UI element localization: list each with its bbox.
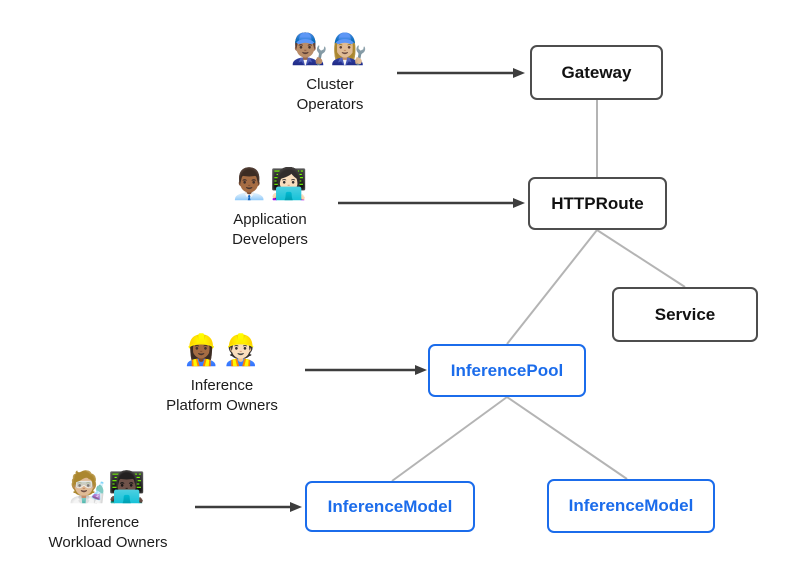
edge-inferencepool-inferencemodel-right: [506, 396, 628, 480]
actor-emoji-row: 👨🏾‍💼👩🏻‍💻: [160, 163, 380, 207]
actor-label-line: Platform Owners: [166, 397, 278, 414]
node-inferencepool-label: InferencePool: [450, 360, 564, 380]
man-technologist-emoji: 👨🏿‍💻: [108, 471, 148, 504]
actor-cluster-operators: 👨🏽‍🔧👩🏼‍🔧 Cluster Operators: [220, 28, 440, 115]
node-service: Service: [612, 287, 758, 342]
actor-emoji-row: 👷🏾‍♀️👷🏻: [112, 329, 332, 373]
actor-label: Application Developers: [160, 210, 380, 250]
actor-label-line: Application: [233, 211, 307, 228]
actor-emoji-row: 🧑🏼‍🔬👨🏿‍💻: [0, 466, 218, 510]
actor-inference-platform-owners: 👷🏾‍♀️👷🏻 Inference Platform Owners: [112, 329, 332, 416]
actor-application-developers: 👨🏾‍💼👩🏻‍💻 Application Developers: [160, 163, 380, 250]
actor-label-line: Operators: [296, 96, 364, 113]
woman-construction-worker-emoji: 👷🏾‍♀️: [182, 334, 222, 367]
node-inferencemodel-left-label: InferenceModel: [327, 496, 453, 516]
node-inferencemodel-right: InferenceModel: [547, 479, 715, 533]
actor-label-line: Developers: [232, 231, 308, 248]
edge-inferencepool-inferencemodel-left: [391, 396, 508, 482]
node-inferencepool: InferencePool: [428, 344, 586, 397]
actor-label: Cluster Operators: [220, 75, 440, 115]
edge-httproute-inferencepool: [506, 229, 598, 345]
actor-label-line: Inference: [76, 514, 140, 531]
actor-label: Inference Platform Owners: [112, 376, 332, 416]
actor-label-line: Workload Owners: [48, 534, 168, 551]
woman-technologist-emoji: 👩🏻‍💻: [270, 168, 310, 201]
actor-emoji-row: 👨🏽‍🔧👩🏼‍🔧: [220, 28, 440, 72]
node-inferencemodel-left: InferenceModel: [305, 481, 475, 532]
node-gateway: Gateway: [530, 45, 663, 100]
actor-inference-workload-owners: 🧑🏼‍🔬👨🏿‍💻 Inference Workload Owners: [0, 466, 218, 553]
scientist-emoji: 🧑🏼‍🔬: [68, 471, 108, 504]
node-inferencemodel-right-label: InferenceModel: [568, 496, 694, 515]
man-office-worker-emoji: 👨🏾‍💼: [230, 168, 270, 201]
node-service-label: Service: [654, 304, 716, 324]
node-httproute-label: HTTPRoute: [551, 193, 644, 213]
actor-label-line: Inference: [190, 377, 254, 394]
node-httproute: HTTPRoute: [528, 177, 667, 230]
actor-label-line: Cluster: [306, 76, 354, 93]
node-gateway-label: Gateway: [561, 62, 632, 82]
woman-mechanic-emoji: 👩🏼‍🔧: [330, 33, 370, 66]
man-mechanic-emoji: 👨🏽‍🔧: [290, 33, 330, 66]
man-construction-worker-emoji: 👷🏻: [222, 334, 262, 367]
actor-label: Inference Workload Owners: [0, 513, 218, 553]
edge-httproute-service: [596, 229, 686, 288]
